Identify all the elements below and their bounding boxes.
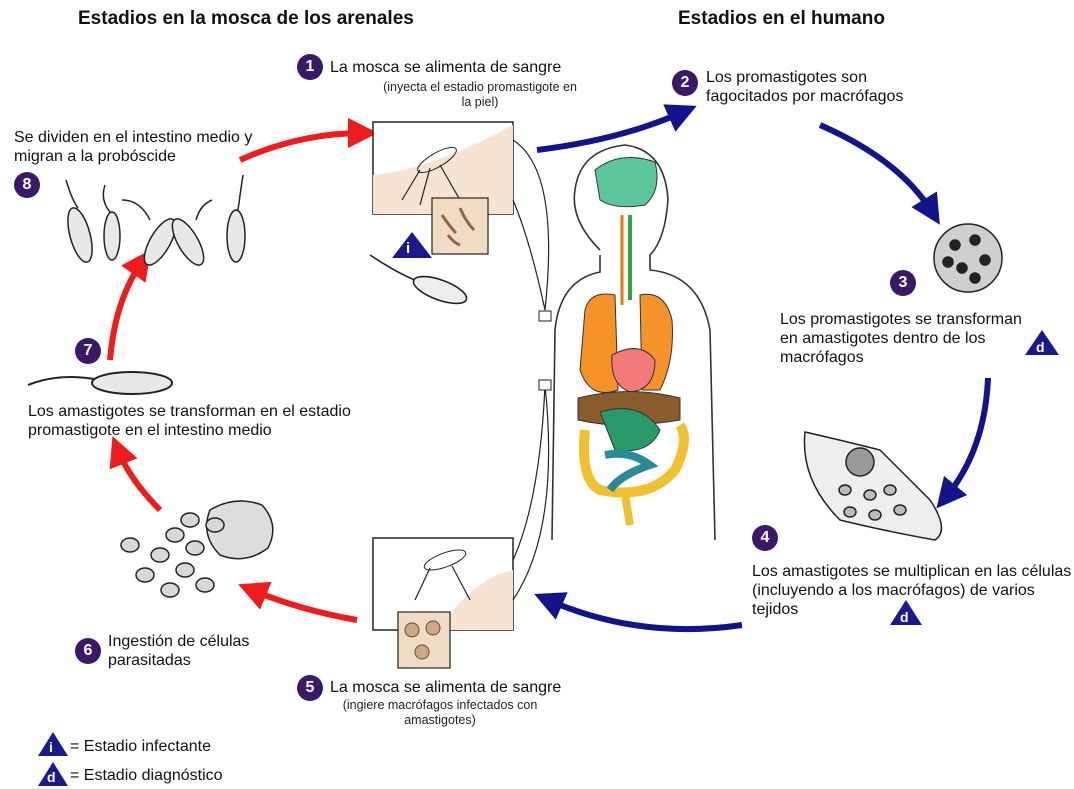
connector-lines-top — [513, 140, 549, 310]
step-6-badge: 6 — [75, 638, 101, 664]
step-1-text: La mosca se alimenta de sangre — [330, 58, 561, 77]
step-4-text: Los amastigotes se multiplican en las cé… — [752, 562, 1072, 619]
step-6-text: Ingestión de células parasitadas — [108, 632, 268, 670]
step-2-text: Los promastigotes son fagocitados por ma… — [706, 68, 906, 106]
step-5-subtext: (ingiere macrófagos infectados con amast… — [340, 698, 540, 728]
step-8-badge: 8 — [14, 172, 40, 198]
step-3-text: Los promastigotes se transforman en amas… — [780, 310, 1035, 367]
diagnostic-letter-4: d — [900, 609, 909, 625]
promastigote-1 — [370, 255, 470, 309]
fly-feeding-inset-5 — [373, 538, 513, 668]
arrow-1-to-2 — [537, 112, 683, 150]
connector-lines-bottom — [513, 385, 549, 600]
parasitized-cells-6 — [121, 501, 273, 597]
infective-letter-1: i — [406, 240, 410, 257]
legend-infective-letter: i — [49, 739, 53, 755]
promastigote-7 — [28, 372, 172, 394]
arrow-2-to-3 — [820, 125, 932, 212]
step-1-badge: 1 — [297, 54, 323, 80]
legend-infective-label: = Estadio infectante — [70, 737, 211, 756]
step-7-badge: 7 — [75, 338, 101, 364]
step-4-badge: 4 — [752, 525, 778, 551]
arrow-7-to-8 — [110, 262, 142, 360]
legend-diagnostic-label: = Estadio diagnóstico — [70, 766, 223, 785]
arrow-4-to-5 — [548, 600, 742, 629]
arrow-6-to-7 — [118, 450, 160, 510]
step-5-text: La mosca se alimenta de sangre — [330, 678, 561, 697]
skin-site-top — [539, 311, 551, 321]
step-8-text: Se dividen en el intestino medio y migra… — [14, 128, 284, 166]
promastigotes-8 — [63, 175, 245, 270]
human-organs — [578, 158, 684, 526]
step-5-badge: 5 — [297, 675, 323, 701]
tissue-cell-4 — [804, 432, 941, 540]
sandfly-stages-header: Estadios en la mosca de los arenales — [78, 8, 414, 30]
infective-stage-icon — [392, 232, 432, 258]
legend-diagnostic-letter: d — [47, 769, 56, 785]
infected-macrophage-3 — [934, 224, 1002, 292]
step-2-badge: 2 — [672, 70, 698, 96]
diagnostic-letter-3: d — [1036, 339, 1045, 355]
arrow-5-to-6 — [252, 590, 357, 620]
arrow-3-to-4 — [946, 378, 988, 497]
fly-feeding-inset-1 — [373, 122, 513, 254]
skin-site-bottom — [539, 380, 551, 390]
legend-infective-icon — [38, 732, 68, 756]
step-7-text: Los amastigotes se transforman en el est… — [28, 402, 388, 440]
human-stages-header: Estadios en el humano — [678, 8, 885, 30]
step-1-subtext: (inyecta el estadio promastigote en la p… — [380, 80, 580, 110]
step-3-badge: 3 — [890, 270, 916, 296]
